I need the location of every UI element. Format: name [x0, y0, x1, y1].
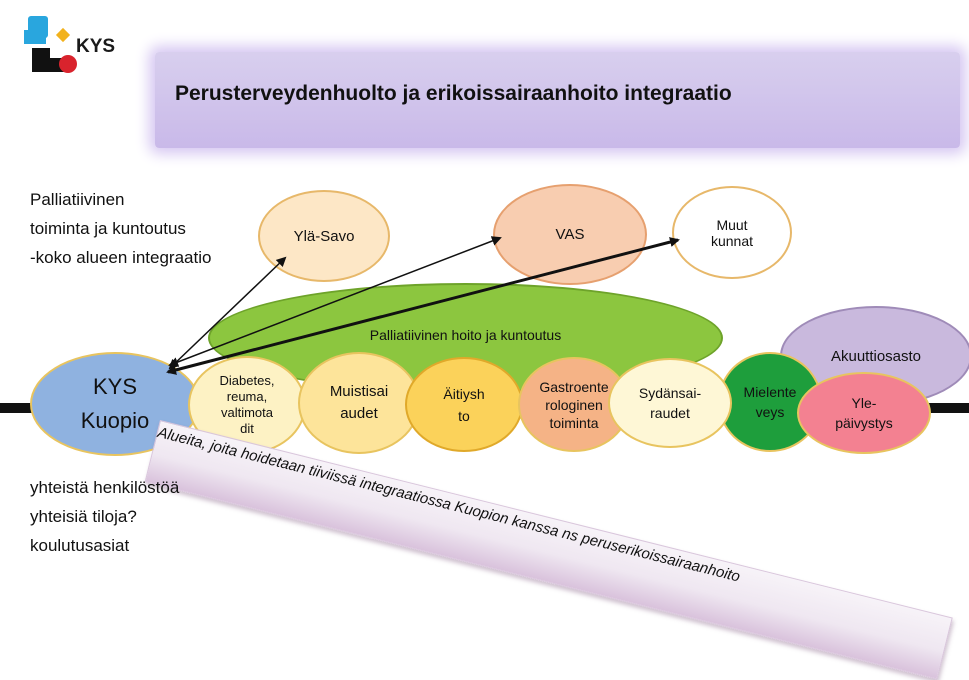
node-gastro-line-3: toiminta — [549, 414, 599, 431]
node-diabetes-line-4: dit — [240, 421, 254, 436]
left-bottom-line-3: koulutusasiat — [30, 536, 130, 555]
node-kys-kuopio-line-2: Kuopio — [80, 408, 150, 433]
arrow-kys-yla-savo — [168, 256, 287, 370]
left-bottom-text: yhteistä henkilöstöä yhteisiä tiloja? ko… — [30, 473, 179, 560]
node-gastro-line-2: rologinen — [545, 396, 603, 413]
node-ylepaivystys: Yle- päivystys — [797, 372, 931, 454]
title-box — [155, 52, 960, 148]
arrow-kys-vas — [168, 236, 502, 367]
node-gastro-line-1: Gastroente — [539, 378, 609, 395]
node-ylepaivystys-line-1: Yle- — [851, 395, 877, 411]
node-muut-kunnat-line-1: Muut — [716, 216, 748, 233]
node-mielenterveys-line-2: veys — [755, 404, 785, 420]
node-kys-kuopio: KYS Kuopio — [30, 352, 200, 456]
node-muut-kunnat-line-2: kunnat — [710, 232, 754, 249]
left-top-line-1: Palliatiivinen — [30, 190, 125, 209]
page-title: Perusterveydenhuolto ja erikoissairaanho… — [175, 82, 732, 105]
logo-text: KYS — [76, 36, 116, 57]
node-muistisairaudet-line-1: Muistisai — [329, 383, 389, 400]
node-kys-kuopio-line-1: KYS — [92, 374, 138, 399]
left-bottom-line-2: yhteisiä tiloja? — [30, 507, 137, 526]
arrow-kys-muut-kunnat — [166, 237, 680, 375]
left-top-line-2: toiminta ja kuntoutus — [30, 219, 186, 238]
node-ylepaivystys-line-2: päivystys — [835, 415, 893, 431]
node-sydan-line-2: raudet — [650, 405, 690, 421]
node-aitiyshuolto-line-2: to — [458, 407, 470, 424]
node-diabetes-line-2: reuma, — [226, 389, 268, 404]
node-muut-kunnat: Muut kunnat — [672, 186, 792, 279]
node-diabetes-line-1: Diabetes, — [219, 373, 275, 388]
left-bottom-line-1: yhteistä henkilöstöä — [30, 478, 180, 497]
node-akuuttiosasto-label: Akuuttiosasto — [830, 347, 922, 365]
kys-logo-icon — [24, 16, 77, 73]
node-muistisairaudet-line-2: audet — [340, 405, 378, 422]
connector-arrows — [166, 236, 680, 375]
node-sydan-line-1: Sydänsai- — [638, 385, 702, 401]
node-diabetes-line-3: valtimota — [220, 405, 274, 420]
node-mielenterveys-line-1: Mielente — [743, 384, 797, 400]
node-aitiyshuolto-line-1: Äitiysh — [443, 385, 485, 402]
